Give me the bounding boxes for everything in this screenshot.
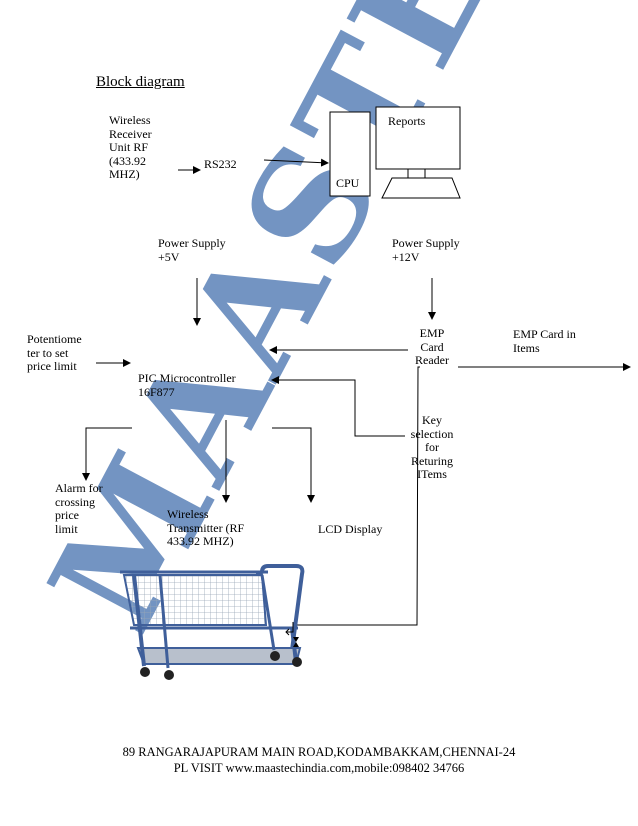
cart-wheel-1 xyxy=(140,667,150,677)
cart-handle xyxy=(256,564,305,651)
emp-card-items-label-line: EMP Card in xyxy=(513,327,576,341)
rs232-label: RS232 xyxy=(204,157,237,171)
cart-leg-back-right xyxy=(290,627,298,663)
wireless-receiver-label-line: (433.92 xyxy=(109,153,146,168)
key-selection-label-line: for xyxy=(425,440,439,454)
arrow-rs232-cpu xyxy=(263,158,329,167)
wireless-receiver-label-line: MHZ) xyxy=(109,167,140,181)
footer-address: 89 RANGARAJAPURAM MAIN ROAD,KODAMBAKKAM,… xyxy=(122,745,516,759)
emp-card-reader-label-line: Card xyxy=(420,339,444,354)
arrow-pic-alarm xyxy=(82,427,132,481)
arrow-key-pic xyxy=(271,376,405,437)
wireless-transmitter-label-line: Wireless xyxy=(167,507,209,521)
wireless-transmitter-label-line: 433.92 MHZ) xyxy=(167,534,234,548)
wireless-receiver-label-line: Wireless xyxy=(109,113,151,127)
emp-card-reader-label-line: EMP xyxy=(419,326,445,340)
return-mark-icon xyxy=(285,622,294,636)
pic-microcontroller-label-line: PIC Microcontroller xyxy=(138,371,236,385)
emp-card-reader-label-line: Reader xyxy=(415,353,449,367)
key-selection-label-line: Key xyxy=(422,413,442,427)
key-selection-label-line: ITems xyxy=(417,467,447,481)
wireless-receiver-label-line: Receiver xyxy=(109,126,152,141)
cpu-label: CPU xyxy=(336,176,360,190)
cart-leg-front-left xyxy=(132,574,146,667)
cart-wheel-3 xyxy=(270,651,280,661)
key-selection-label-line: Returing xyxy=(411,453,453,468)
hourglass-icon xyxy=(293,637,299,647)
key-selection-label-line: selection xyxy=(410,426,454,441)
wireless-transmitter-label-line: Transmitter (RF xyxy=(167,520,245,535)
emp-card-items-label-line: Items xyxy=(513,340,540,355)
alarm-label-line: Alarm for xyxy=(55,481,103,495)
cart-wheel-4 xyxy=(292,657,302,667)
lcd-display-label: LCD Display xyxy=(318,522,383,536)
alarm-label-line: limit xyxy=(55,521,78,536)
arrow-pic-lcd xyxy=(272,427,315,503)
power-5v-label-line: +5V xyxy=(158,249,180,264)
footer-contact: PL VISIT www.maastechindia.com,mobile:09… xyxy=(173,761,465,775)
pic-microcontroller-label-line: 16F877 xyxy=(138,384,175,399)
power-12v-label-line: Power Supply xyxy=(392,236,460,250)
shopping-cart-image xyxy=(120,564,305,680)
alarm-label-line: price xyxy=(55,508,79,522)
power-5v-label-line: Power Supply xyxy=(158,236,226,250)
reports-monitor xyxy=(375,106,461,170)
cpu-box xyxy=(329,111,371,197)
cart-leg-front-right xyxy=(260,574,276,651)
line-reader-to-cart xyxy=(296,366,420,626)
page-title: Block diagram xyxy=(96,74,185,90)
potentiometer-label-line: ter to set xyxy=(27,345,69,360)
power-5v-label: Power Supply+5V xyxy=(158,236,226,264)
power-12v-label-line: +12V xyxy=(392,249,420,264)
cart-wheel-2 xyxy=(164,670,174,680)
alarm-label-line: crossing xyxy=(55,494,95,509)
wireless-receiver-label-line: Unit RF xyxy=(109,140,149,154)
cart-leg-back-left xyxy=(158,574,170,669)
keyboard xyxy=(381,177,461,199)
potentiometer-label-line: price limit xyxy=(27,359,77,373)
cart-basket-mesh xyxy=(122,574,268,626)
reports-label: Reports xyxy=(388,114,426,128)
potentiometer-label-line: Potentiome xyxy=(27,332,82,346)
power-12v-label: Power Supply+12V xyxy=(392,236,460,264)
